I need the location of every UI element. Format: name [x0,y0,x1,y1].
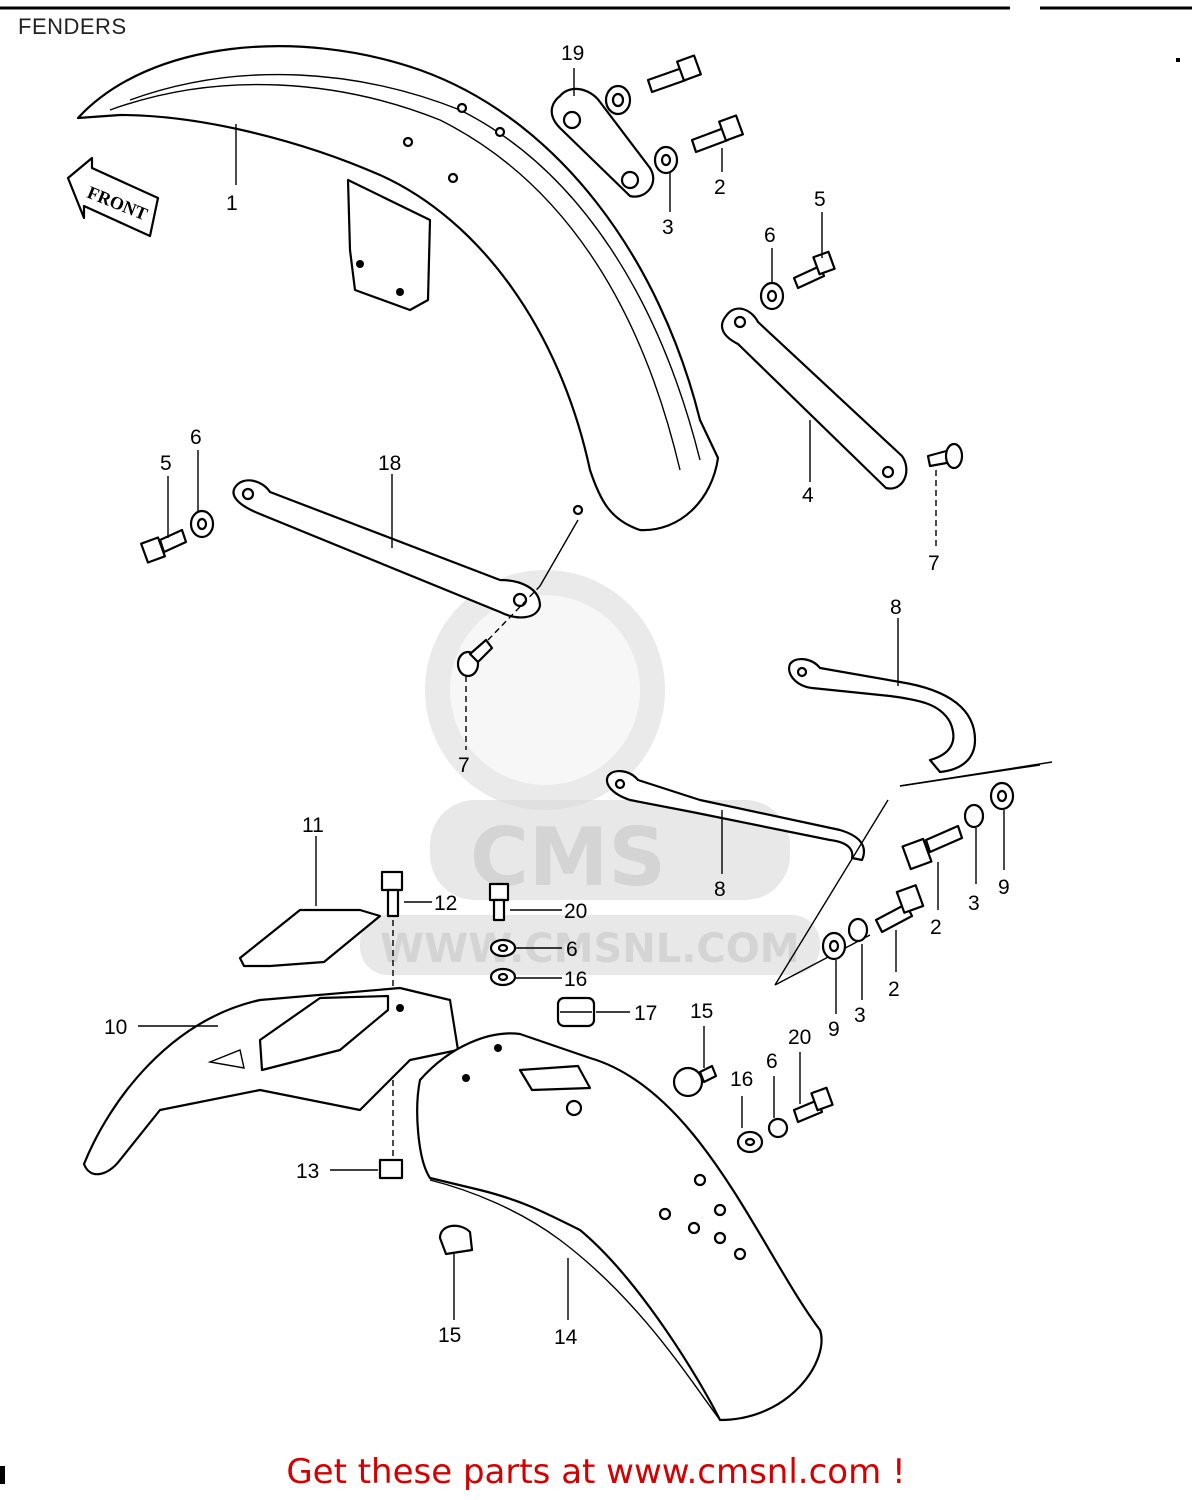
bolt [456,638,494,678]
callout-11: 11 [302,814,324,837]
callout-9: 9 [828,1018,840,1041]
callout-6: 6 [764,224,776,247]
bolt [488,882,510,922]
callout-16: 16 [730,1068,753,1091]
nut [378,1158,404,1180]
callout-16: 16 [564,968,587,991]
callout-14: 14 [554,1326,578,1349]
washer [759,281,785,311]
callout-4: 4 [802,484,814,507]
fender-stay-right [720,307,908,490]
callout-9: 9 [998,876,1010,899]
callout-18: 18 [378,452,401,475]
callout-7: 7 [458,754,470,777]
callout-12: 12 [434,892,457,915]
callout-1: 1 [226,192,238,215]
rubber-pad [238,908,382,968]
bolt [792,1086,834,1124]
footer-link-text[interactable]: Get these parts at www.cmsnl.com ! [286,1452,906,1492]
callout-6: 6 [190,426,202,449]
callout-6: 6 [766,1050,778,1073]
callout-2: 2 [714,176,726,199]
bolt [646,54,702,94]
callout-20: 20 [564,900,587,923]
callout-8: 8 [714,878,726,901]
lock-washer [847,917,869,943]
callout-labels: 1 19 2 3 5 6 4 7 5 6 18 7 8 8 11 12 20 6… [104,42,1010,1349]
callout-3: 3 [854,1004,866,1027]
callout-15: 15 [438,1324,461,1347]
callout-6: 6 [566,938,578,961]
callout-3: 3 [662,216,674,239]
grommet [556,996,596,1028]
grab-bar-lower [605,770,866,862]
callout-10: 10 [104,1016,127,1039]
washer [189,509,215,539]
washer [821,931,847,961]
leader-lines [138,68,1005,1320]
callout-20: 20 [788,1026,811,1049]
lock-washer [653,145,679,175]
callout-2: 2 [888,978,900,1001]
rear-fender [416,1032,823,1422]
rubber-stop [672,1064,718,1098]
callout-2: 2 [930,916,942,939]
callout-5: 5 [814,188,826,211]
bolt [140,528,188,564]
callout-8: 8 [890,596,902,619]
washer [989,781,1015,811]
bolt [874,884,925,934]
washer [604,84,632,116]
washer [489,938,517,958]
front-fender [76,45,720,532]
bolt [792,250,836,290]
callout-15: 15 [690,1000,713,1023]
watermark-url: WWW.CMSNL.COM [380,926,800,972]
page-title: FENDERS [18,14,127,39]
callout-5: 5 [160,452,172,475]
callout-19: 19 [561,42,584,65]
rubber-stop [438,1224,474,1256]
callout-17: 17 [634,1002,657,1025]
fender-stay-left [232,479,542,619]
lock-washer [767,1117,789,1139]
washer [489,967,517,987]
bolt [690,114,744,154]
bolt [380,870,404,918]
washer [736,1130,764,1154]
callout-3: 3 [968,892,980,915]
watermark: CMS WWW.CMSNL.COM [360,570,820,975]
grab-bar-upper [788,658,977,774]
lock-washer [963,803,985,829]
rear-fender-front [82,986,460,1176]
bolt [926,442,964,470]
callout-13: 13 [296,1160,319,1183]
front-arrow: FRONT [66,156,160,238]
bracket-plate [550,87,655,198]
callout-7: 7 [928,552,940,575]
bolt [901,824,964,871]
